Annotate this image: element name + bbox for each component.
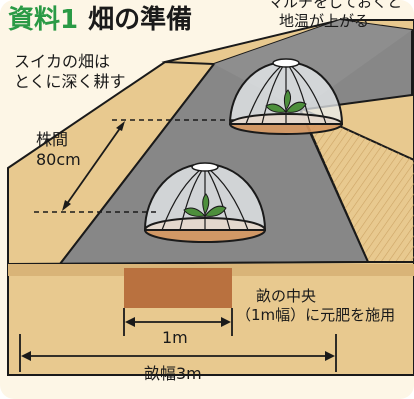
mulch-note-line1: マルチをしておくと xyxy=(268,0,403,11)
dome-front xyxy=(143,162,267,243)
field-note-line2: とくに深く耕す xyxy=(14,72,126,91)
center-note-line2: （1m幅）に元肥を施用 xyxy=(236,305,396,324)
field-note: スイカの畑は とくに深く耕す xyxy=(14,52,126,92)
spacing-arrowhead-top xyxy=(116,121,125,131)
spacing-arrowhead-bottom xyxy=(62,200,71,211)
spacing-arrow xyxy=(63,123,124,209)
soil-right-hatch xyxy=(300,108,414,262)
center-width-label: 1m xyxy=(162,328,188,347)
ridge-arrowhead-left xyxy=(21,351,31,361)
spacing-note-line2: 80cm xyxy=(36,150,81,169)
mulch-note-line2: 地温が上がる xyxy=(279,11,370,30)
center-arrowhead-left xyxy=(125,317,135,327)
title-text: 畑の準備 xyxy=(88,5,193,35)
page-title: 資料1 畑の準備 xyxy=(8,4,192,36)
dome-back xyxy=(228,58,344,135)
mulch-note: マルチをしておくと 地温が上がる xyxy=(268,0,402,31)
center-note-line1: 畝の中央 xyxy=(256,287,317,305)
ridge-front-face xyxy=(7,261,414,376)
field-note-line1: スイカの畑は xyxy=(14,52,111,71)
center-arrowhead-right xyxy=(221,317,231,327)
ridge-arrowhead-right xyxy=(325,351,335,361)
center-note: 畝の中央 （1m幅）に元肥を施用 xyxy=(236,287,395,325)
title-tag: 資料1 xyxy=(8,5,79,35)
spacing-note-line1: 株間 xyxy=(36,130,69,149)
ridge-width-label: 畝幅3m xyxy=(144,364,202,383)
spacing-note: 株間 80cm xyxy=(36,130,81,170)
fertilizer-block xyxy=(124,268,232,308)
